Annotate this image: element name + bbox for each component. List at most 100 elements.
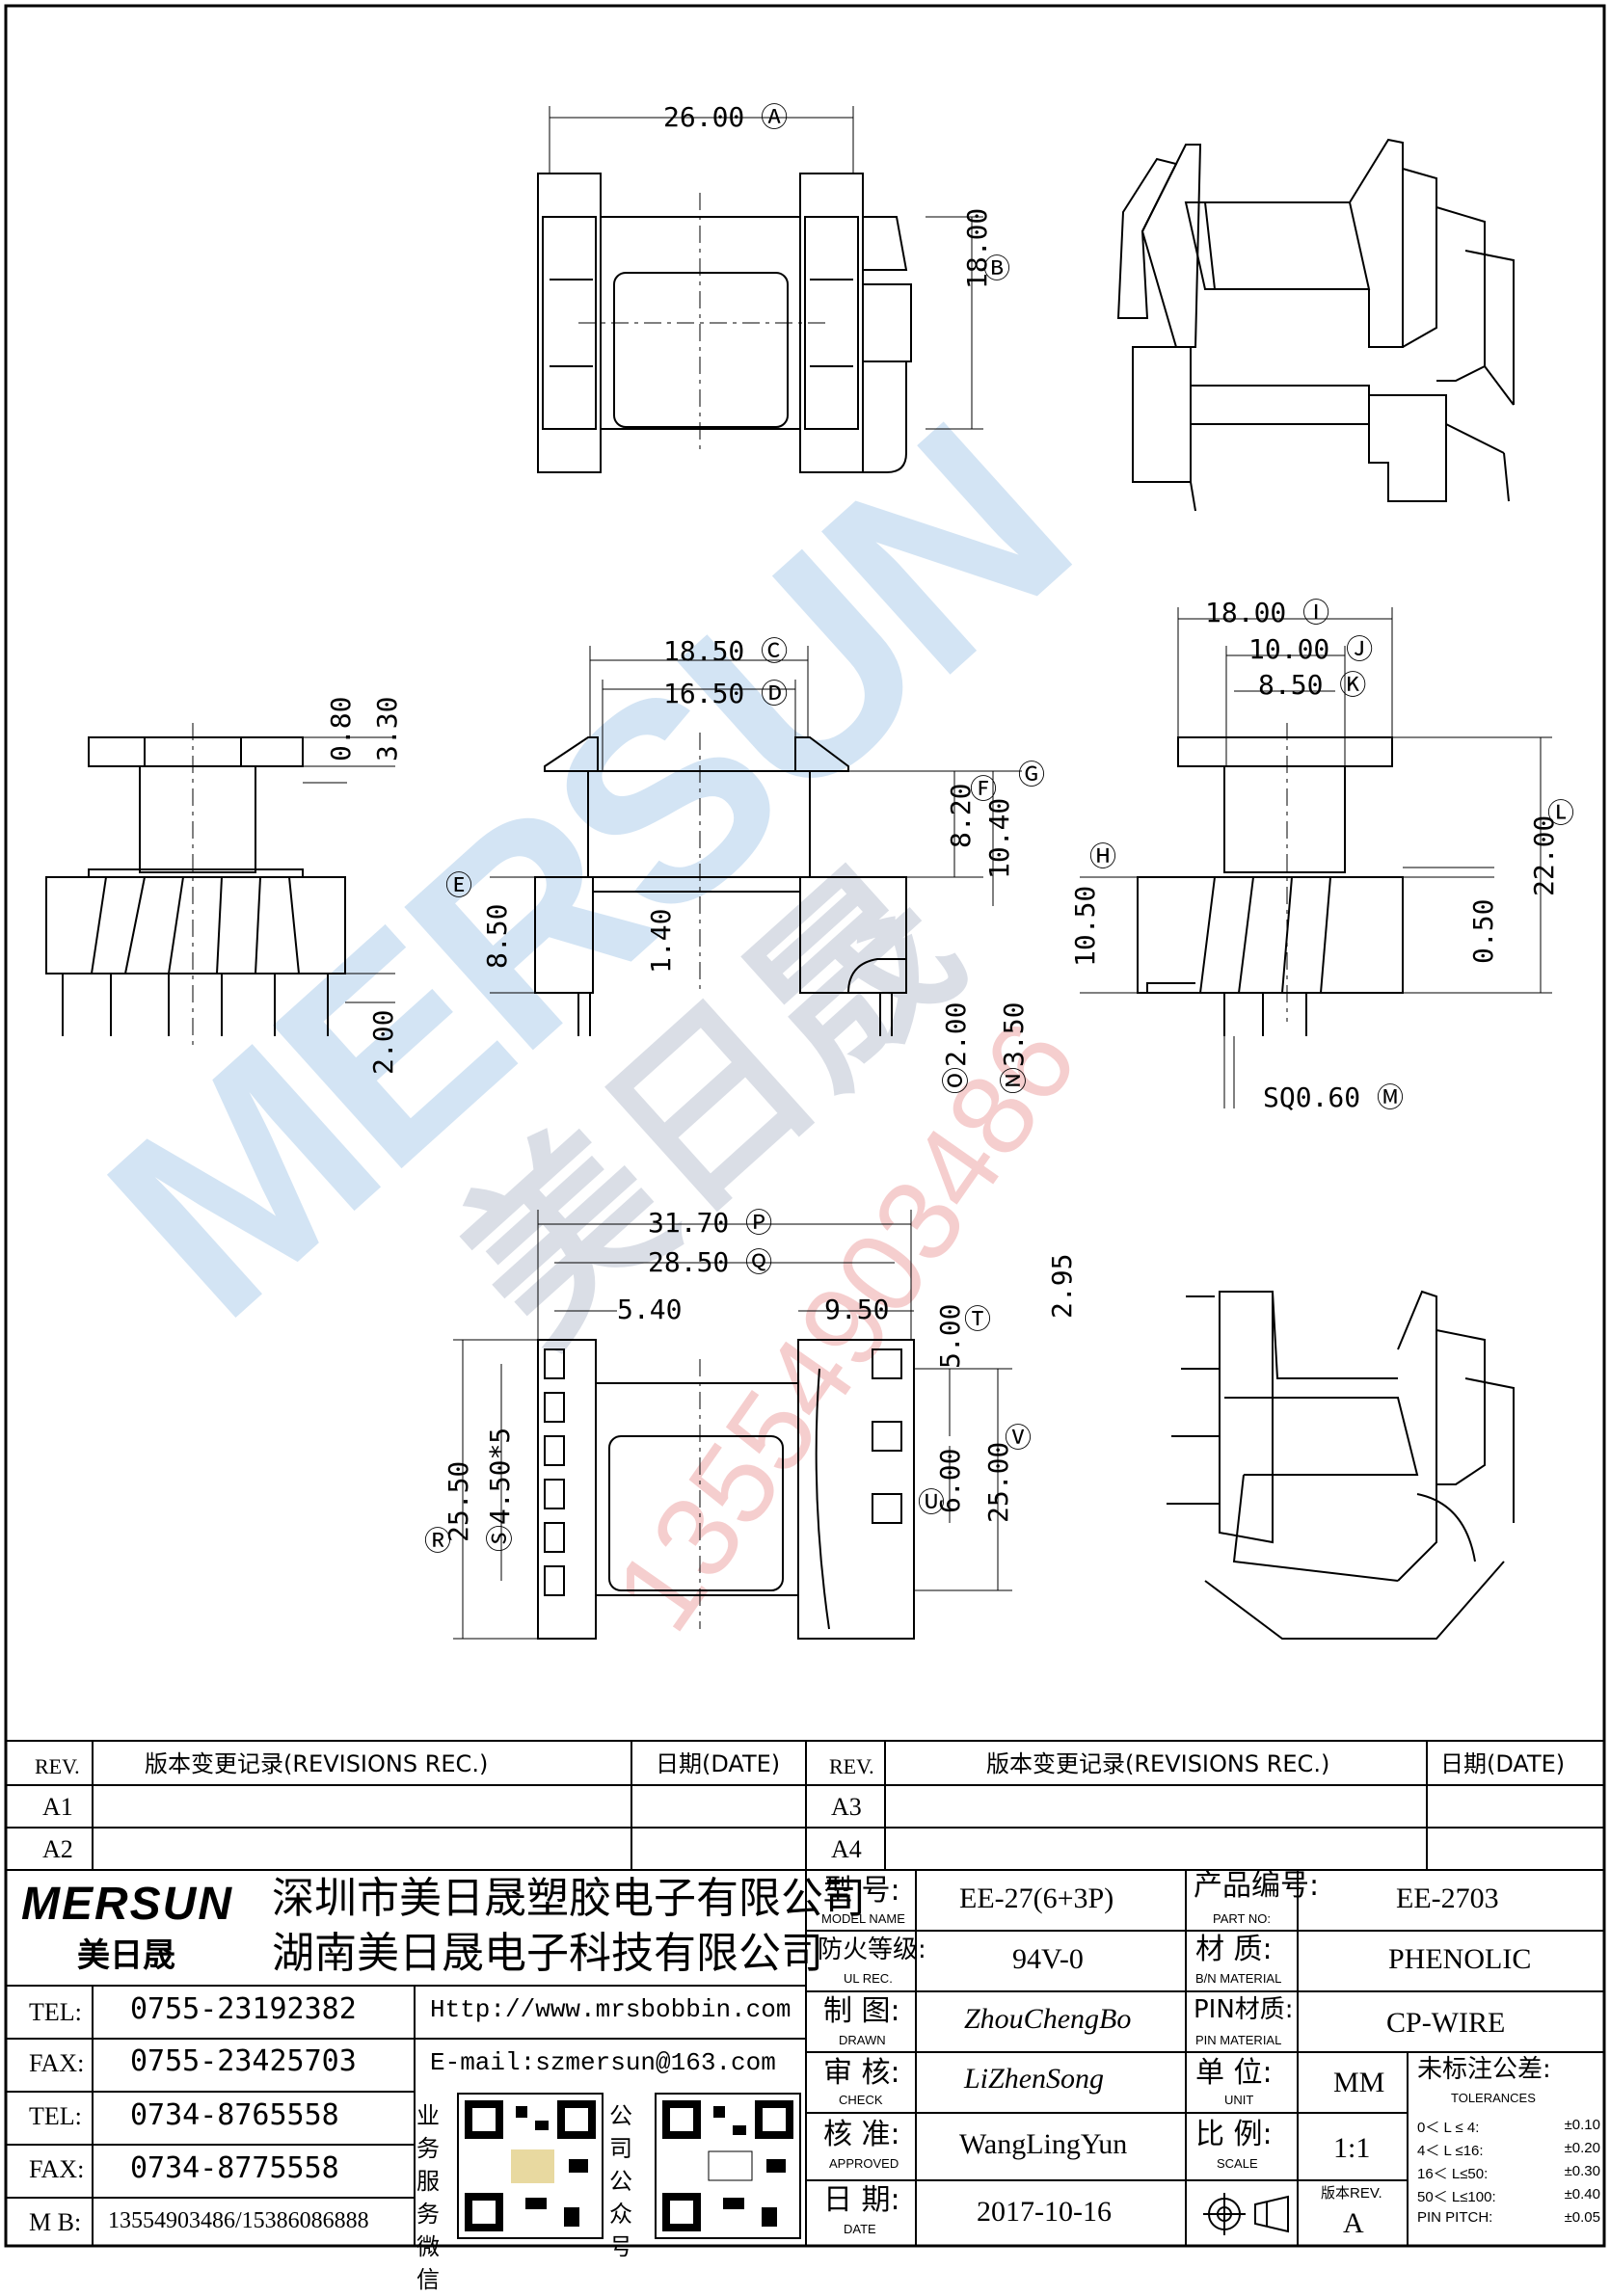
website-link[interactable]: Http://www.mrsbobbin.com	[430, 1995, 792, 2024]
company-name-1: 深圳市美日晟塑胶电子有限公司	[272, 1874, 866, 1923]
dim-9-50: 9.50	[824, 1294, 890, 1325]
scale-label-en: SCALE	[1217, 2156, 1258, 2171]
label-h: Ⓗ	[1089, 841, 1117, 872]
dim-2-00: 2.00	[367, 1009, 399, 1075]
tolerance-row: 50＜ L≤100:±0.40	[1417, 2186, 1600, 2205]
model-label-en: MODEL NAME	[821, 1911, 905, 1926]
rev-a1: A1	[42, 1793, 73, 1821]
dim-o: Ⓞ2.00	[940, 1001, 972, 1094]
company-logo: MERSUN	[21, 1879, 234, 1930]
unit-label-en: UNIT	[1224, 2093, 1254, 2107]
dim-v: 25.00	[982, 1441, 1014, 1523]
dim-k: 8.50 Ⓚ	[1258, 669, 1367, 701]
approved-label-en: APPROVED	[829, 2156, 899, 2171]
projection-symbol-icon	[1203, 2193, 1289, 2235]
tolerance-table: 0＜ L ≤ 4:±0.10 4＜ L ≤16:±0.20 16＜ L≤50:±…	[1417, 2117, 1600, 2232]
dim-0-80: 0.80	[325, 696, 357, 761]
check-label-en: CHECK	[839, 2093, 883, 2107]
dim-c: 18.50 Ⓒ	[663, 635, 789, 667]
dim-q: 28.50 Ⓠ	[648, 1246, 773, 1278]
contact-label-5: M B:	[29, 2208, 82, 2236]
dim-a: 26.00 Ⓐ	[663, 101, 789, 133]
pin-material-label: PIN材质:	[1194, 1995, 1294, 2024]
dim-s: Ⓢ4.50*5	[484, 1427, 516, 1552]
dim-e: 8.50	[481, 903, 513, 969]
rev-header-right: REV.	[829, 1754, 874, 1778]
material-value: PHENOLIC	[1388, 1943, 1532, 1975]
label-e: Ⓔ	[445, 869, 473, 901]
qr-code-official	[655, 2093, 801, 2239]
drawn-label-en: DRAWN	[839, 2033, 886, 2047]
label-u: Ⓤ	[918, 1486, 946, 1518]
company-name-2: 湖南美日晟电子科技有限公司	[272, 1929, 823, 1978]
dim-g: 10.40	[983, 797, 1015, 879]
scale-value: 1:1	[1333, 2132, 1371, 2164]
contact-value-3: 0734-8765558	[130, 2098, 339, 2132]
dim-j: 10.00 Ⓙ	[1248, 633, 1374, 665]
qr-wechat-label: 业务服务微信	[416, 2102, 440, 2293]
approved-label: 核 准:	[823, 2118, 900, 2151]
label-g: Ⓖ	[1018, 759, 1046, 790]
version-value: A	[1343, 2207, 1364, 2239]
version-label: 版本REV.	[1321, 2185, 1382, 2202]
label-t: Ⓣ	[964, 1303, 992, 1335]
dim-n: Ⓝ3.50	[998, 1001, 1030, 1094]
model-value: EE-27(6+3P)	[959, 1882, 1114, 1914]
dim-m: SQ0.60 Ⓜ	[1263, 1081, 1405, 1113]
label-v: Ⓥ	[1005, 1422, 1033, 1454]
rev-date-header-left: 日期(DATE)	[656, 1750, 781, 1777]
drawn-value: ZhouChengBo	[964, 2003, 1132, 2035]
dim-p: 31.70 Ⓟ	[648, 1207, 773, 1239]
isometric-view-top	[1116, 138, 1515, 512]
dim-h: 10.50	[1069, 885, 1101, 967]
pin-material-value: CP-WIRE	[1386, 2007, 1506, 2039]
title-block-grid	[6, 1740, 1604, 2246]
label-f: Ⓕ	[970, 773, 998, 805]
tolerance-row: 16＜ L≤50:±0.30	[1417, 2163, 1600, 2182]
rev-date-header-right: 日期(DATE)	[1440, 1750, 1566, 1777]
dim-5-40: 5.40	[617, 1294, 683, 1325]
ul-value: 94V-0	[1012, 1943, 1084, 1975]
ul-label: 防火等级:	[818, 1936, 926, 1964]
approved-value: WangLingYun	[959, 2128, 1128, 2160]
tolerance-row: 4＜ L ≤16:±0.20	[1417, 2140, 1600, 2159]
rev-a2: A2	[42, 1835, 73, 1863]
rev-a3: A3	[831, 1793, 862, 1821]
date-value: 2017-10-16	[977, 2196, 1112, 2228]
date-label-en: DATE	[844, 2222, 876, 2236]
rev-desc-header-right: 版本变更记录(REVISIONS REC.)	[986, 1750, 1330, 1777]
ul-label-en: UL REC.	[844, 1971, 893, 1986]
email-link[interactable]: E-mail:szmersun@163.com	[430, 2048, 776, 2077]
contact-value-5: 13554903486/15386086888	[108, 2208, 369, 2233]
part-no-label-en: PART NO:	[1213, 1911, 1271, 1926]
dim-1-40: 1.40	[645, 908, 677, 974]
qr-code-wechat	[457, 2093, 604, 2239]
label-b: Ⓑ	[983, 253, 1011, 284]
dim-0-50: 0.50	[1467, 898, 1499, 964]
material-label: 材 质:	[1195, 1933, 1273, 1966]
rev-a4: A4	[831, 1835, 862, 1863]
part-no-value: EE-2703	[1396, 1882, 1499, 1914]
contact-label-1: TEL:	[29, 1998, 82, 2026]
qr-official-label: 公司公众号	[609, 2102, 632, 2260]
label-r: Ⓡ	[424, 1525, 452, 1557]
dim-d: 16.50 Ⓓ	[663, 678, 789, 709]
material-label-en: B/N MATERIAL	[1195, 1971, 1282, 1986]
unit-value: MM	[1333, 2067, 1385, 2098]
contact-value-2: 0755-23425703	[130, 2044, 357, 2078]
dim-3-30: 3.30	[371, 696, 403, 761]
rev-header-left: REV.	[35, 1754, 80, 1778]
check-label: 审 核:	[823, 2056, 900, 2090]
unit-label: 单 位:	[1195, 2056, 1273, 2090]
tolerance-row: 0＜ L ≤ 4:±0.10	[1417, 2117, 1600, 2136]
contact-label-3: TEL:	[29, 2102, 82, 2130]
dim-2-95: 2.95	[1046, 1253, 1078, 1319]
contact-value-1: 0755-23192382	[130, 1992, 357, 2026]
rev-desc-header-left: 版本变更记录(REVISIONS REC.)	[145, 1750, 489, 1777]
right-side-view	[1137, 736, 1404, 1036]
bottom-view	[537, 1339, 915, 1640]
check-value: LiZhenSong	[964, 2063, 1105, 2095]
dim-t: 5.00	[934, 1303, 966, 1369]
